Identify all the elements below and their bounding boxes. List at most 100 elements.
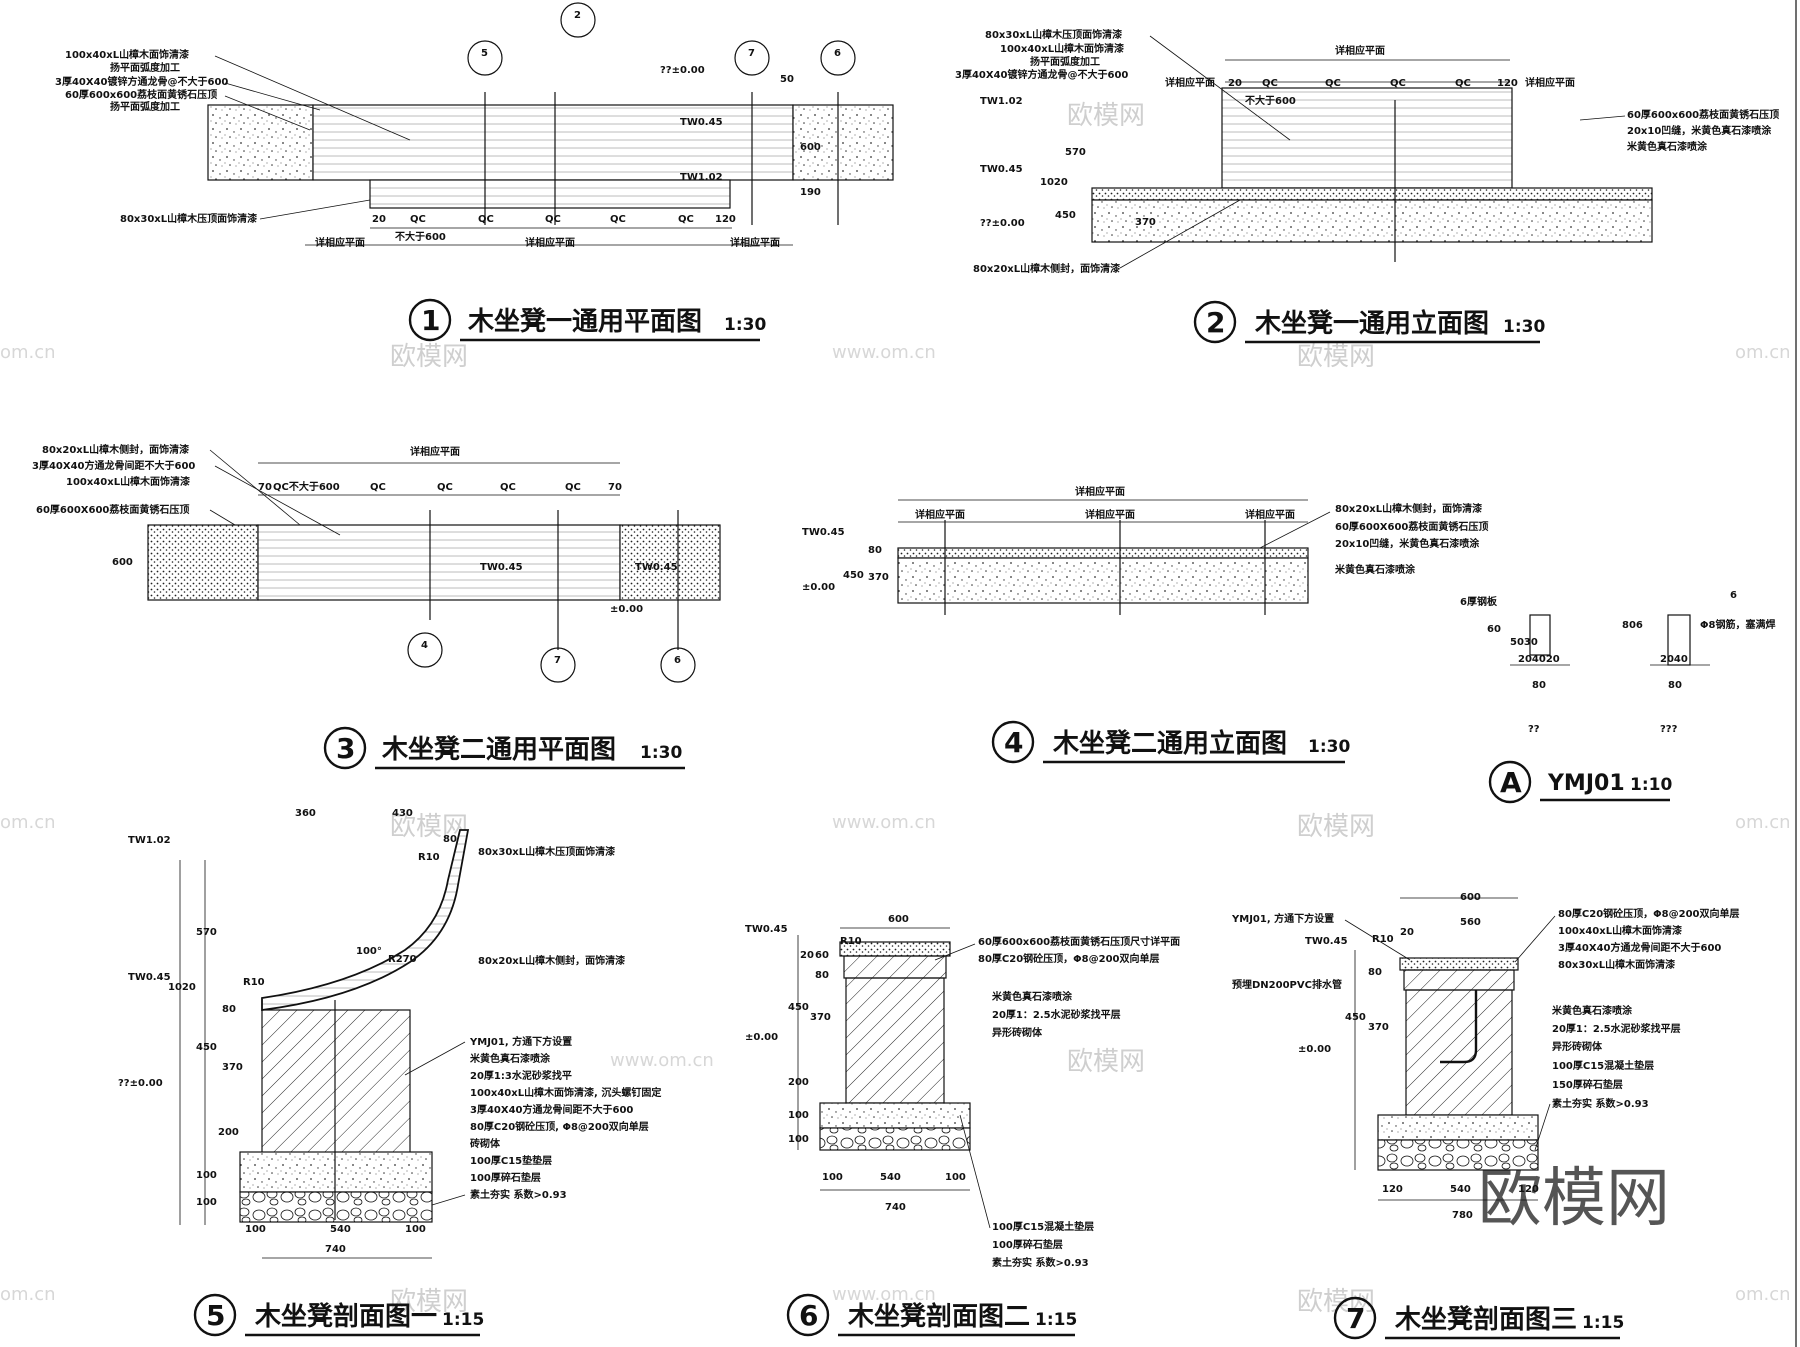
title-number: 6	[799, 1299, 818, 1332]
dim-label: 100	[788, 1134, 809, 1145]
dim-label: 100	[196, 1197, 217, 1208]
note: 米黄色真石漆喷涂	[992, 990, 1073, 1003]
dim-label: 100°	[356, 946, 382, 957]
section-marker-2	[560, 2, 596, 38]
note: 6厚钢板	[1460, 595, 1498, 608]
title-number: 3	[336, 732, 355, 765]
concrete-cushion	[239, 1151, 433, 1193]
level-label: TW0.45	[480, 562, 523, 573]
dim-label: 20	[372, 214, 386, 225]
cap-stone	[1091, 187, 1653, 201]
note: 3厚40X40方通龙骨间距不大于600	[32, 459, 195, 472]
concrete-cap	[1403, 969, 1515, 991]
ref-label: 详相应平面	[1525, 76, 1575, 89]
note: 扬平面弧度加工	[110, 61, 180, 74]
title-number-circle	[408, 298, 452, 342]
dim-label: R10	[418, 852, 440, 863]
dim-label: 80	[868, 545, 882, 556]
gravel-layer	[819, 1127, 971, 1151]
section-marker-7	[540, 647, 576, 683]
note: 100厚C15混凝土垫层	[992, 1220, 1094, 1233]
dim-label: 80	[443, 834, 457, 845]
dim-label: 204020	[1518, 654, 1560, 665]
dim-label: 70	[608, 482, 622, 493]
watermark-site: www.om.cn	[832, 1284, 936, 1305]
dim-label: 60	[1487, 624, 1501, 635]
watermark-site: om.cn	[1735, 1284, 1791, 1305]
leader	[1534, 1103, 1551, 1151]
title-number: 1	[421, 304, 440, 337]
ref-label: 详相应平面	[1335, 44, 1385, 57]
title-number-circle	[193, 1293, 237, 1337]
section-marker-label: 7	[554, 655, 561, 666]
detail-label: ??	[1528, 724, 1540, 735]
leader	[214, 55, 411, 141]
dim-label: R10	[243, 977, 265, 988]
drawing-scale: 1:30	[1503, 317, 1545, 337]
level-label: ??±0.00	[980, 218, 1025, 229]
note: 20x10凹缝，米黄色真石漆喷涂	[1335, 537, 1480, 550]
dim-label: 100	[405, 1224, 426, 1235]
drawing-scale: 1:30	[640, 743, 682, 763]
note: 异形砖砌体	[1552, 1040, 1603, 1053]
drawing-title: 木坐凳剖面图一	[254, 1301, 437, 1332]
dim-label: R270	[388, 954, 417, 965]
level-label: TW0.45	[745, 924, 788, 935]
note: 6	[1730, 590, 1737, 601]
drawing-title: YMJ01	[1547, 771, 1625, 796]
drawing-3-plan: 4 7 6 80x20xL山樟木侧封，面饰清漆 3厚40X40方通龙骨间距不大于…	[32, 443, 721, 770]
leader	[959, 1114, 991, 1229]
dim-label: 540	[1450, 1184, 1471, 1195]
dim-label: 60	[815, 950, 829, 961]
dim-label: R10	[840, 936, 862, 947]
dim-label: QC	[410, 214, 426, 225]
level-label: ±0.00	[802, 582, 835, 593]
ref-label: 详相应平面	[1075, 485, 1125, 498]
backrest-slats	[1221, 87, 1513, 189]
dim-label: 430	[392, 808, 413, 819]
leader	[259, 199, 371, 220]
brick-core	[1405, 989, 1513, 1116]
dim-label: 370	[810, 1012, 831, 1023]
level-label: ±0.00	[610, 604, 643, 615]
note: 100x40xL山樟木面饰清漆	[1000, 42, 1124, 55]
section-marker-label: 6	[674, 655, 681, 666]
wood-slats	[312, 104, 794, 181]
watermark-site: om.cn	[1735, 812, 1791, 833]
dim-label: QC	[500, 482, 516, 493]
dim-label: 120	[715, 214, 736, 225]
title-number-circle	[1488, 760, 1532, 804]
title-number-circle	[786, 1293, 830, 1337]
seat-body	[1091, 199, 1653, 243]
dim-label: 600	[112, 557, 133, 568]
dim-label: 50	[780, 74, 794, 85]
watermark-cn: 欧模网	[1067, 101, 1145, 131]
dim-label: 450	[1345, 1012, 1366, 1023]
drawing-4-elevation: 80x20xL山樟木侧封，面饰清漆 60厚600X600荔枝面黄锈石压顶 20x…	[802, 485, 1488, 764]
drawing-scale: 1:15	[1035, 1310, 1077, 1330]
note: 预埋DN200PVC排水管	[1232, 978, 1342, 991]
dim-label: 5030	[1510, 637, 1538, 648]
dim-label: 不大于600	[1245, 94, 1296, 107]
note: 80x30xL山樟木压顶面饰清漆	[120, 212, 257, 225]
stone-cap-right	[792, 104, 894, 181]
dim-label: 100	[945, 1172, 966, 1183]
wood-step	[369, 179, 731, 209]
title-number-circle	[991, 720, 1035, 764]
stone-cap-left	[147, 524, 259, 601]
ref-label: 详相应平面	[410, 445, 460, 458]
dim-label: 570	[1065, 147, 1086, 158]
note: 100x40xL山樟木面饰清漆	[66, 475, 190, 488]
section-marker-label: 7	[748, 48, 755, 59]
watermark-cn: 欧模网	[390, 342, 468, 372]
ref-label: 详相应平面	[1085, 508, 1135, 521]
note: 20x10凹缝，米黄色真石漆喷涂	[1627, 124, 1772, 137]
dim-label: 120	[1518, 1184, 1539, 1195]
dim-label: 740	[325, 1244, 346, 1255]
dim-label: 20	[800, 950, 814, 961]
dim-label: 80	[1532, 680, 1546, 691]
watermark-site: om.cn	[0, 342, 56, 363]
cap-stone	[897, 547, 1309, 559]
dim-label: 100	[245, 1224, 266, 1235]
